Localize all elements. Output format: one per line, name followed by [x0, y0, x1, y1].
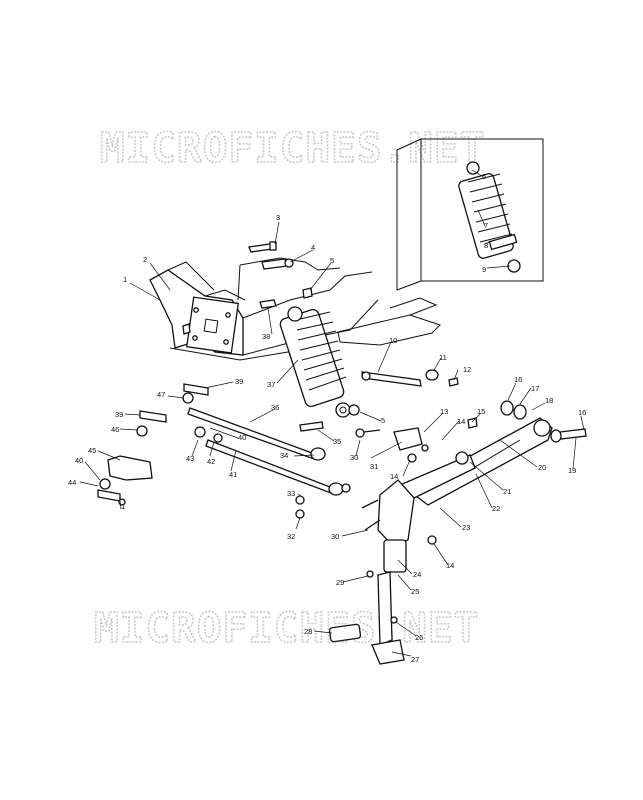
- callout-label: 30: [331, 532, 339, 541]
- callout-label: 16: [578, 408, 586, 417]
- misc-bolts: [118, 404, 478, 624]
- callout-label: 9: [482, 265, 486, 274]
- frame-bolts: [182, 241, 313, 335]
- callout-label: 26: [415, 633, 423, 642]
- callout-label: 29: [336, 578, 344, 587]
- sway-bar-parts: [361, 369, 459, 387]
- callout-label: 30: [350, 453, 358, 462]
- shock-absorber: [279, 306, 351, 418]
- callout-label: 41: [229, 470, 237, 479]
- callout-label: 25: [411, 587, 419, 596]
- callout-label: 47: [157, 390, 165, 399]
- callout-label: 40: [75, 456, 83, 465]
- callout-label: 39: [115, 410, 123, 419]
- callout-label: 14: [446, 561, 454, 570]
- callout-label: 5: [381, 416, 385, 425]
- callout-label: 8: [484, 241, 488, 250]
- callout-label: 34: [280, 451, 288, 460]
- callout-label: 1: [123, 275, 127, 284]
- callout-label: 44: [68, 478, 76, 487]
- inset-shock-detail: [396, 138, 544, 291]
- callout-label: 15: [477, 407, 485, 416]
- callout-label: 13: [440, 407, 448, 416]
- callout-label: 40: [238, 433, 246, 442]
- callout-label: 14: [457, 417, 465, 426]
- callout-label: 1: [121, 502, 125, 511]
- callout-label: 38: [262, 332, 270, 341]
- callout-label: 33: [287, 489, 295, 498]
- callout-label: 18: [545, 396, 553, 405]
- callout-label: 21: [503, 487, 511, 496]
- callout-label: 24: [413, 570, 421, 579]
- callout-label: 10: [389, 336, 397, 345]
- callout-label: 46: [111, 425, 119, 434]
- callout-label: 20: [538, 463, 546, 472]
- callout-label: 42: [207, 457, 215, 466]
- callout-label: 17: [531, 384, 539, 393]
- callout-label: 4: [311, 243, 315, 252]
- callout-label: 31: [370, 462, 378, 471]
- callout-label: 37: [267, 380, 275, 389]
- frame-assembly: [149, 257, 441, 361]
- callout-label: 35: [333, 437, 341, 446]
- bushings: [500, 400, 587, 443]
- callout-label: 14: [390, 472, 398, 481]
- callout-label: 16: [514, 375, 522, 384]
- callout-label: 19: [568, 466, 576, 475]
- callout-labels: 1 2 3 4 5 38 37 10 11 12 6 7 8 9 16 17 1…: [68, 172, 586, 664]
- callout-label: 6: [482, 172, 486, 181]
- callout-label: 45: [88, 446, 96, 455]
- callout-label: 32: [287, 532, 295, 541]
- tie-rods: [97, 383, 344, 502]
- callout-label: 39: [235, 377, 243, 386]
- callout-label: 12: [463, 365, 471, 374]
- callout-label: 7: [484, 221, 488, 230]
- callout-label: 2: [143, 255, 147, 264]
- callout-label: 27: [411, 655, 419, 664]
- callout-label: 23: [462, 523, 470, 532]
- callout-label: 3: [276, 213, 280, 222]
- callout-label: 5: [330, 256, 334, 265]
- watermark-bottom: MICROFICHES.NET: [94, 604, 479, 652]
- callout-label: 11: [439, 353, 447, 362]
- a-arm-assembly: [328, 417, 553, 665]
- watermark-top: MICROFICHES.NET: [100, 124, 485, 172]
- callout-label: 36: [271, 403, 279, 412]
- callout-label: 28: [304, 627, 312, 636]
- leader-lines: [79, 169, 585, 657]
- callout-label: 43: [186, 454, 194, 463]
- callout-label: 22: [492, 504, 500, 513]
